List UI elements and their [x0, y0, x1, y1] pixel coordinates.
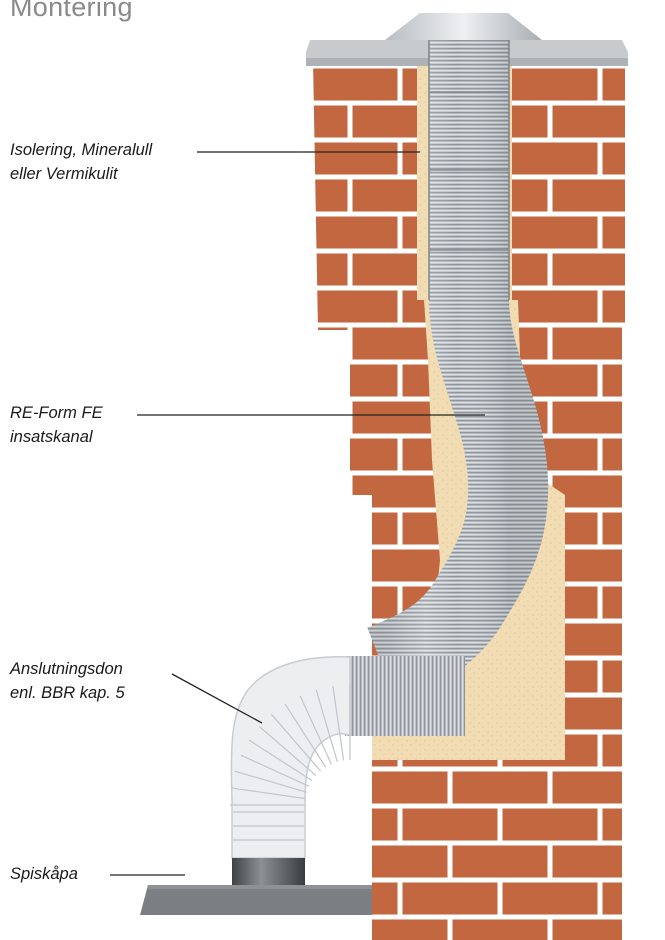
brick — [653, 254, 665, 286]
liner-label-line2: insatskanal — [10, 425, 103, 449]
brick — [453, 772, 548, 804]
brick — [303, 217, 398, 249]
brick — [603, 809, 665, 841]
brick — [403, 883, 498, 915]
brick — [253, 550, 348, 582]
connector-collar — [232, 858, 305, 885]
anslutningsdon-elbow — [230, 657, 350, 858]
brick — [603, 735, 665, 767]
brick — [503, 883, 598, 915]
brick — [553, 180, 648, 212]
brick — [253, 402, 348, 434]
brick — [553, 624, 648, 656]
brick — [553, 698, 648, 730]
insulation-label-line1: Isolering, Mineralull — [10, 138, 152, 162]
brick — [603, 587, 665, 619]
brick — [253, 180, 348, 212]
brick — [253, 106, 348, 138]
brick — [653, 476, 665, 508]
brick — [503, 69, 598, 101]
brick — [453, 846, 548, 878]
brick — [253, 328, 348, 360]
brick — [553, 476, 648, 508]
insulation-label: Isolering, Mineralull eller Vermikulit — [10, 138, 152, 186]
brick — [503, 217, 598, 249]
brick — [603, 661, 665, 693]
brick — [253, 476, 348, 508]
brick — [653, 180, 665, 212]
brick — [603, 143, 665, 175]
brick — [603, 365, 665, 397]
brick — [553, 254, 648, 286]
brick — [303, 365, 398, 397]
brick — [603, 439, 665, 471]
brick — [653, 698, 665, 730]
brick — [253, 254, 348, 286]
brick — [653, 920, 665, 940]
brick — [353, 772, 448, 804]
hood-label: Spiskåpa — [10, 862, 78, 886]
brick — [253, 920, 348, 940]
brick — [503, 143, 598, 175]
brick — [303, 513, 398, 545]
brick — [353, 550, 448, 582]
brick — [353, 846, 448, 878]
spiskapa-hood — [140, 885, 372, 915]
hood-label-line1: Spiskåpa — [10, 862, 78, 886]
brick — [303, 809, 398, 841]
brick — [553, 328, 648, 360]
brick — [603, 513, 665, 545]
brick — [553, 106, 648, 138]
brick — [603, 217, 665, 249]
liner-label: RE-Form FE insatskanal — [10, 401, 103, 449]
brick — [303, 291, 398, 323]
brick — [453, 920, 548, 940]
brick — [653, 328, 665, 360]
brick — [553, 920, 648, 940]
brick — [303, 69, 398, 101]
brick — [603, 883, 665, 915]
brick — [353, 920, 448, 940]
brick — [603, 291, 665, 323]
brick — [653, 846, 665, 878]
brick — [403, 809, 498, 841]
insulation-label-line2: eller Vermikulit — [10, 162, 152, 186]
page-title: Montering — [10, 0, 133, 23]
brick — [553, 402, 648, 434]
brick — [303, 587, 398, 619]
brick — [653, 624, 665, 656]
brick — [653, 402, 665, 434]
connector-label-line2: enl. BBR kap. 5 — [10, 681, 125, 705]
brick — [303, 439, 398, 471]
brick — [653, 550, 665, 582]
brick — [603, 69, 665, 101]
brick — [553, 772, 648, 804]
brick — [503, 809, 598, 841]
connector-label: Anslutningsdon enl. BBR kap. 5 — [10, 657, 125, 705]
brick — [353, 476, 448, 508]
connector-label-line1: Anslutningsdon — [10, 657, 125, 681]
brick — [653, 772, 665, 804]
brick — [653, 106, 665, 138]
brick — [553, 846, 648, 878]
liner-label-line1: RE-Form FE — [10, 401, 103, 425]
brick — [253, 624, 348, 656]
brick — [303, 143, 398, 175]
brick — [553, 550, 648, 582]
